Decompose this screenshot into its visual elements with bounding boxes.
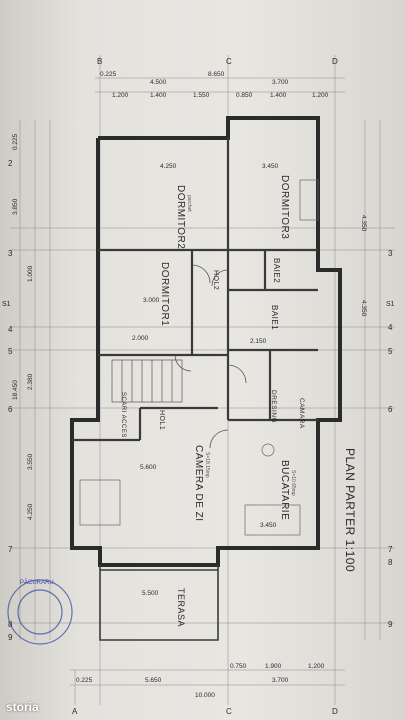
dim-4250: 4.250 [160, 163, 177, 170]
storia-watermark: storia [6, 700, 39, 714]
dim-bot-0225: 0.225 [76, 677, 93, 684]
stamp-text: PĂCURARU [20, 579, 54, 586]
axis-7-right: 7 [388, 545, 393, 554]
architect-stamp [7, 579, 73, 645]
dim-top-0225: 0.225 [100, 71, 117, 78]
room-label-scari: SCARI ACCES [120, 392, 126, 438]
axis-9-left: 9 [8, 633, 13, 642]
room-label-bucatarie: BUCATARIE [279, 460, 290, 520]
dim-left-3850: 3.850 [12, 198, 19, 215]
dim-5600: 5.600 [140, 464, 157, 471]
dim-top-1200b: 1.200 [312, 92, 329, 99]
dim-bot-left: 5.650 [145, 677, 162, 684]
area-note-living: S=18.15mp [204, 452, 210, 478]
dim-3450b: 3.450 [260, 522, 277, 529]
axis-4-right: 4 [388, 323, 393, 332]
axis-7-left: 7 [8, 545, 13, 554]
room-label-dressing: DRESING [270, 390, 277, 423]
area-note-kitchen: S=10.65mp [290, 470, 296, 496]
dim-left-18450: 18.450 [12, 380, 19, 400]
axis-6-right: 6 [388, 405, 393, 414]
dim-right-4350b: 4.350 [360, 300, 367, 317]
plan-title: PLAN PARTER 1:100 [343, 448, 357, 572]
room-label-hol2: HOL2 [212, 270, 219, 290]
axis-8-right: 8 [388, 558, 393, 567]
room-label-hol1: HOL1 [158, 410, 165, 430]
axis-5-right: 5 [388, 347, 393, 356]
room-label-dormitor3: DORMITOR3 [279, 175, 290, 239]
room-label-baie1: BAIE1 [270, 305, 279, 330]
axis-9-right: 9 [388, 620, 393, 629]
dim-left-2380: 2.380 [27, 373, 34, 390]
room-label-terasa: TERASA [176, 588, 186, 627]
axis-a-bottom: A [72, 707, 78, 716]
dim-5500: 5.500 [142, 590, 159, 597]
axis-c-top: C [226, 57, 232, 66]
axis-3-left: 3 [8, 249, 13, 258]
section-s1-right: S1 [386, 301, 395, 308]
axis-d-bottom: D [332, 707, 338, 716]
room-label-camara: CAMARA [298, 398, 305, 429]
dim-left-1000: 1.000 [27, 265, 34, 282]
room-label-dormitor1: DORMITOR1 [159, 262, 170, 326]
dim-3450: 3.450 [262, 163, 279, 170]
axis-d-top: D [332, 57, 338, 66]
room-label-baie2: BAIE2 [272, 258, 281, 283]
axis-4-left: 4 [8, 325, 13, 334]
dim-top-left: 4.500 [150, 79, 167, 86]
dim-3000: 3.000 [143, 297, 160, 304]
floor-note: parchet [186, 195, 192, 212]
room-label-camera-zi: CAMERA DE ZI [193, 445, 204, 522]
dim-bot-0750: 0.750 [230, 663, 247, 670]
dim-right-4350: 4.350 [360, 215, 367, 232]
room-label-dormitor2: DORMITOR2 [175, 185, 186, 249]
dim-top-total: 8.650 [208, 71, 225, 78]
dim-2000: 2.000 [132, 335, 149, 342]
dim-top-0850: 0.850 [236, 92, 253, 99]
axis-c-bottom: C [226, 707, 232, 716]
dim-left-3550: 3.550 [27, 453, 34, 470]
dim-top-1400b: 1.400 [270, 92, 287, 99]
dim-bot-1200: 1.200 [308, 663, 325, 670]
axis-2-left: 2 [8, 159, 13, 168]
dim-bot-1900: 1.900 [265, 663, 282, 670]
dim-top-right: 3.700 [272, 79, 289, 86]
dim-bot-total: 10.000 [195, 692, 215, 699]
section-s1-left: S1 [2, 301, 11, 308]
dim-top-1400: 1.400 [150, 92, 167, 99]
dim-left-0225: 0.225 [12, 133, 19, 150]
dim-top-1200: 1.200 [112, 92, 129, 99]
axis-3-right: 3 [388, 249, 393, 258]
axis-b-top: B [97, 57, 102, 66]
dim-top-1550: 1.550 [193, 92, 210, 99]
dim-2150: 2.150 [250, 338, 267, 345]
dim-bot-right: 3.700 [272, 677, 289, 684]
axis-5-left: 5 [8, 347, 13, 356]
axis-6-left: 6 [8, 405, 13, 414]
dim-left-4250: 4.250 [27, 503, 34, 520]
